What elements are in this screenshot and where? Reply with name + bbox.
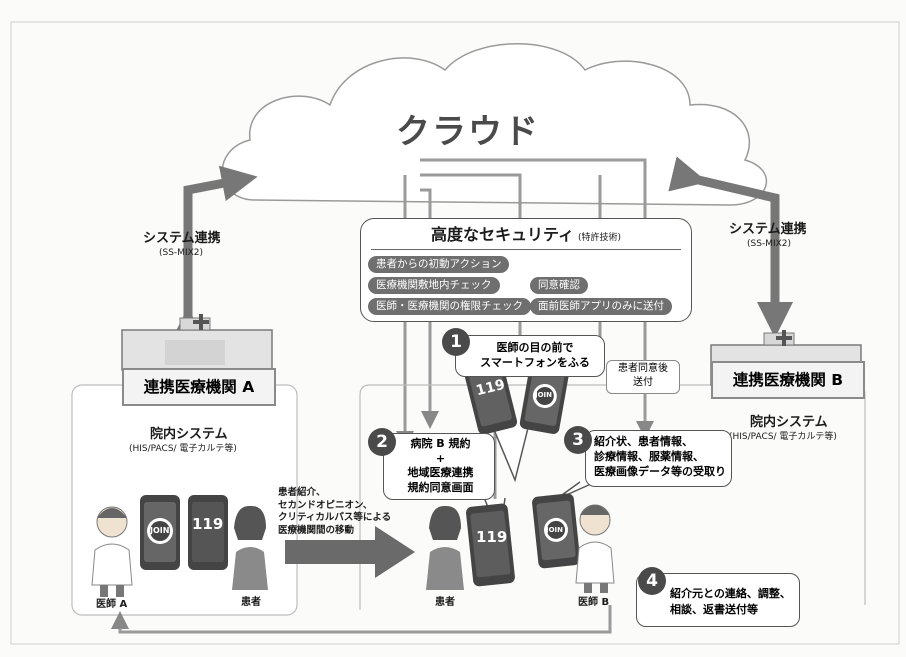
transfer-text: 患者紹介、 セカンドオピニオン、 クリティカルパス等による 医療機関間の移動	[278, 487, 391, 537]
num119-label-a: 119	[192, 515, 224, 533]
patient-b-figure	[426, 505, 464, 590]
transfer-line: 患者紹介、	[278, 487, 326, 498]
step-4-line: 相談、返書送付等	[670, 603, 758, 616]
cloud-shape	[221, 43, 767, 206]
step-2-line: 規約同意画面	[407, 480, 474, 494]
security-title-text: 高度なセキュリティ	[431, 225, 575, 244]
transfer-line: セカンドオピニオン、	[278, 499, 373, 511]
step-1-text: 医師の目の前で スマートフォンをふる	[470, 340, 600, 370]
institution-a-system: 院内システム	[150, 427, 228, 442]
system-link-right-arrow	[668, 156, 793, 338]
doctor-b-label: 医師 B	[578, 597, 610, 608]
join-phone-step1	[519, 359, 570, 434]
institution-a-system-sub: (HIS/PACS/ 電子カルテ等)	[129, 444, 237, 454]
institution-b-label: 連携医療機関 B	[711, 361, 865, 399]
hospital-a-building	[121, 314, 273, 371]
system-link-right-title: システム連携	[729, 222, 807, 237]
return-arrow	[111, 605, 612, 634]
outer-frame	[10, 21, 900, 645]
institution-b-system: 院内システム	[750, 415, 828, 430]
doctor-a-figure	[91, 506, 133, 597]
step-1-line: 医師の目の前で	[496, 341, 574, 354]
security-item-consent-check: 同意確認	[530, 277, 588, 294]
step-3-bubble	[585, 430, 732, 487]
join-phone-a	[140, 495, 180, 570]
security-title: 高度なセキュリティ(特許技術)	[431, 225, 621, 244]
consent-note-text: 患者同意後 送付	[608, 362, 678, 390]
consent-note	[606, 360, 680, 394]
join-label-step1: JOIN	[535, 391, 553, 399]
doctor-a-label: 医師 A	[96, 599, 128, 610]
step-3-line: 医療画像データ等の受取り	[594, 465, 726, 478]
join-phone-doctor	[532, 493, 581, 569]
step-2-badge: 2	[368, 428, 396, 456]
system-link-left-sub: (SS-MIX2)	[159, 248, 204, 258]
institution-b-system-sub: (HIS/PACS/ 電子カルテ等)	[729, 432, 837, 442]
step-4-line: 紹介元との連絡、調整、	[670, 587, 791, 600]
patient-b-label: 患者	[435, 597, 455, 608]
security-divider	[371, 249, 681, 250]
step-4-badge: 4	[638, 567, 666, 595]
security-title-note: (特許技術)	[578, 233, 622, 243]
patient-a-figure	[232, 505, 268, 590]
step-3-line: 紹介状、患者情報、	[594, 435, 693, 448]
step-1-bubble	[455, 335, 605, 377]
step-1-badge: 1	[442, 328, 470, 356]
phone-119-a	[188, 495, 228, 570]
step-2-bubble	[383, 433, 495, 500]
transfer-arrow	[285, 526, 415, 578]
system-link-left-arrow	[170, 165, 258, 343]
step-3-line: 診療情報、服薬情報、	[594, 450, 704, 463]
consent-note-line: 患者同意後	[618, 363, 668, 374]
step-2-line: 地域医療連携	[407, 466, 474, 479]
step-3-badge: 3	[564, 426, 592, 454]
step-2-line: 病院 B 規約	[410, 437, 471, 450]
cloud-label: クラウド	[396, 112, 540, 152]
doctor-b-figure	[575, 504, 615, 593]
step-4-text: 紹介元との連絡、調整、 相談、返書送付等	[670, 586, 791, 618]
step-1-line: スマートフォンをふる	[480, 356, 590, 369]
step-3-text: 紹介状、患者情報、 診療情報、服薬情報、 医療画像データ等の受取り	[594, 434, 726, 479]
phone-119-patient	[466, 503, 515, 587]
system-link-left-title: システム連携	[143, 231, 221, 246]
num119-label-patient: 119	[476, 528, 508, 546]
join-label-a: JOIN	[150, 526, 170, 535]
transfer-line: 医療機関間の移動	[278, 524, 355, 536]
patient-a-label: 患者	[241, 597, 261, 608]
step-2-text: 病院 B 規約 + 地域医療連携 規約同意画面	[388, 437, 493, 495]
security-item-send-to-app: 面前医師アプリのみに送付	[530, 298, 672, 315]
consent-note-line: 送付	[633, 377, 653, 388]
security-item-initial-action: 患者からの初動アクション	[368, 256, 510, 273]
security-item-authority-check: 医師・医療機関の権限チェック	[368, 298, 531, 315]
system-link-right-sub: (SS-MIX2)	[747, 239, 792, 249]
security-item-premises-check: 医療機関敷地内チェック	[368, 277, 500, 294]
transfer-line: クリティカルパス等による	[278, 512, 392, 523]
institution-a-label: 連携医療機関 A	[122, 368, 276, 406]
step-2-line: +	[435, 451, 446, 465]
join-label-doctor: JOIN	[546, 526, 564, 534]
